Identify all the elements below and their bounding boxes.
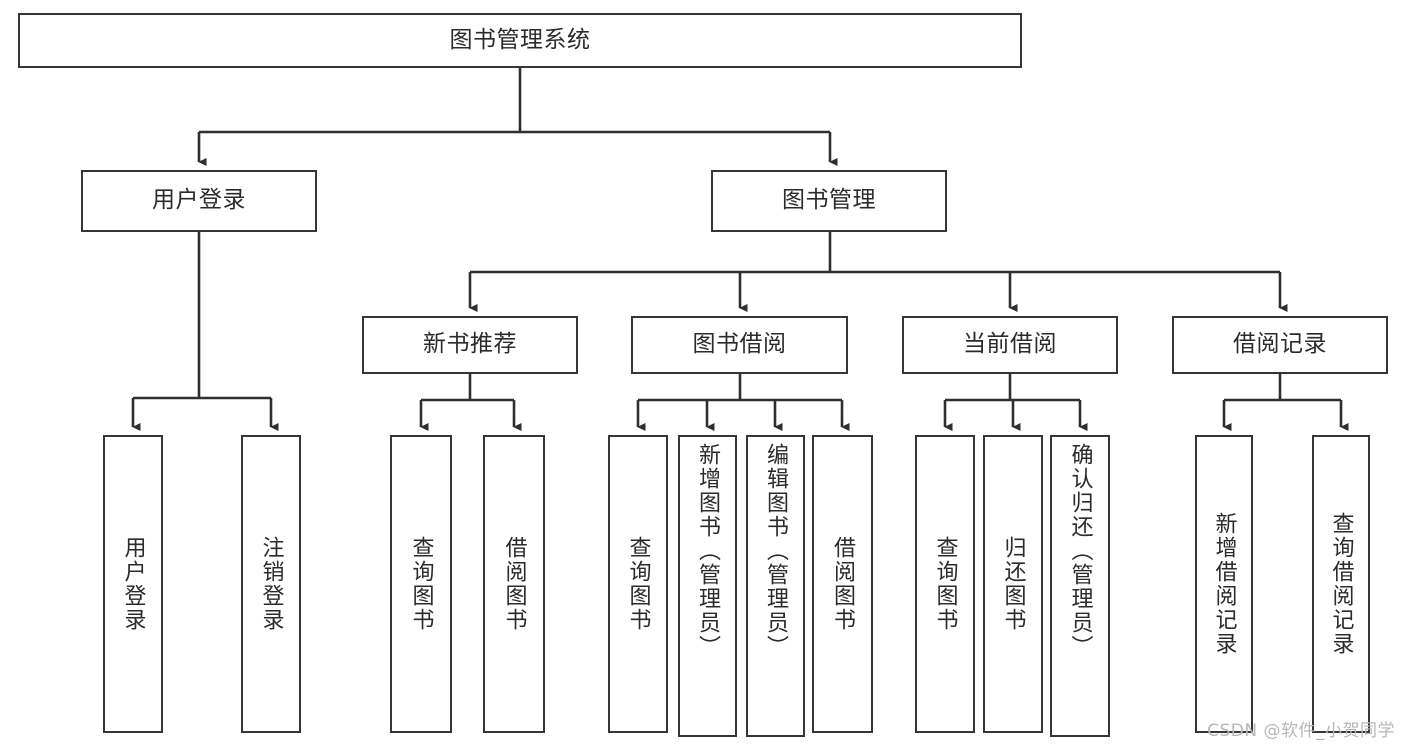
- csdn-watermark: CSDN @软件_小贺同学: [1207, 721, 1395, 741]
- node-user-login[interactable]: 用户登录: [81, 170, 317, 232]
- leaf-record-add-record[interactable]: 新增借阅记录: [1195, 435, 1253, 733]
- node-label: 编辑图书（管理员）: [763, 443, 789, 659]
- node-book-borrow[interactable]: 图书借阅: [631, 316, 848, 374]
- leaf-user-login-signout[interactable]: 注销登录: [241, 435, 301, 733]
- leaf-borrow-add-book-admin[interactable]: 新增图书（管理员）: [678, 435, 737, 737]
- node-label: 新书推荐: [423, 331, 517, 358]
- leaf-borrow-borrow-book[interactable]: 借阅图书: [812, 435, 873, 733]
- node-label: 查询借阅记录: [1328, 512, 1354, 656]
- node-label: 用户登录: [152, 187, 246, 214]
- node-label: 图书借阅: [692, 331, 787, 358]
- node-label: 查询图书: [932, 536, 958, 632]
- node-book-management[interactable]: 图书管理: [711, 170, 947, 232]
- node-label: 新增图书（管理员）: [695, 443, 721, 659]
- leaf-current-return-book[interactable]: 归还图书: [983, 435, 1043, 733]
- leaf-recommend-borrow-book[interactable]: 借阅图书: [483, 435, 545, 733]
- node-label: 新增借阅记录: [1211, 512, 1237, 656]
- node-root-library-system[interactable]: 图书管理系统: [18, 13, 1022, 68]
- leaf-record-query-record[interactable]: 查询借阅记录: [1312, 435, 1370, 733]
- node-label: 查询图书: [625, 536, 651, 632]
- leaf-current-query-book[interactable]: 查询图书: [915, 435, 975, 733]
- node-label: 借阅记录: [1233, 331, 1327, 358]
- node-label: 归还图书: [1000, 536, 1026, 632]
- node-borrow-record[interactable]: 借阅记录: [1172, 316, 1388, 374]
- leaf-user-login-signin[interactable]: 用户登录: [103, 435, 163, 733]
- node-label: 当前借阅: [963, 331, 1057, 358]
- node-label: 图书管理: [782, 187, 876, 214]
- node-new-book-recommend[interactable]: 新书推荐: [362, 316, 578, 374]
- node-label: 借阅图书: [830, 536, 856, 632]
- node-label: 确认归还（管理员）: [1067, 443, 1093, 659]
- leaf-current-confirm-return-admin[interactable]: 确认归还（管理员）: [1050, 435, 1110, 737]
- node-label: 图书管理系统: [449, 26, 591, 53]
- leaf-borrow-edit-book-admin[interactable]: 编辑图书（管理员）: [746, 435, 805, 737]
- node-current-borrow[interactable]: 当前借阅: [902, 316, 1118, 374]
- node-label: 注销登录: [258, 536, 284, 632]
- leaf-recommend-query-book[interactable]: 查询图书: [390, 435, 452, 733]
- node-label: 查询图书: [408, 536, 434, 632]
- leaf-borrow-query-book[interactable]: 查询图书: [608, 435, 668, 733]
- node-label: 用户登录: [120, 536, 146, 632]
- node-label: 借阅图书: [501, 536, 527, 632]
